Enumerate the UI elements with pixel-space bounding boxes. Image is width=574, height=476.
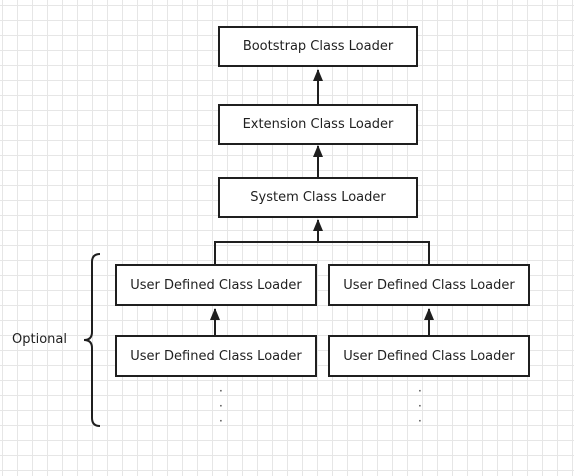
user-defined-class-loader-box-bottom-right: User Defined Class Loader [328,335,530,377]
system-class-loader-box: System Class Loader [218,177,418,218]
bootstrap-class-loader-box: Bootstrap Class Loader [218,26,418,67]
extension-class-loader-box: Extension Class Loader [218,104,418,145]
user-defined-class-loader-box-top-left: User Defined Class Loader [115,264,317,306]
continuation-ellipsis-left: · · · [219,384,223,428]
optional-brace [83,253,101,427]
continuation-ellipsis-right: · · · [418,384,422,428]
optional-label: Optional [12,332,67,347]
connector-user-loaders-to-system [214,241,430,265]
user-defined-class-loader-box-bottom-left: User Defined Class Loader [115,335,317,377]
user-defined-class-loader-box-top-right: User Defined Class Loader [328,264,530,306]
